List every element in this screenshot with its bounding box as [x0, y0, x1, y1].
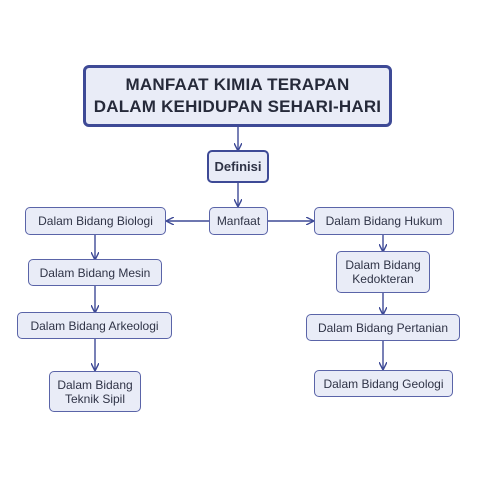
pertanian-box: Dalam Bidang Pertanian: [306, 314, 460, 341]
arkeologi-box: Dalam Bidang Arkeologi: [17, 312, 172, 339]
geologi-box: Dalam Bidang Geologi: [314, 370, 453, 397]
biologi-box: Dalam Bidang Biologi: [25, 207, 166, 235]
definisi-box: Definisi: [207, 150, 269, 183]
mesin-box: Dalam Bidang Mesin: [28, 259, 162, 286]
kedokteran-box: Dalam Bidang Kedokteran: [336, 251, 430, 293]
teknik-sipil-box: Dalam Bidang Teknik Sipil: [49, 371, 141, 412]
manfaat-box: Manfaat: [209, 207, 268, 235]
hukum-box: Dalam Bidang Hukum: [314, 207, 454, 235]
title-box: MANFAAT KIMIA TERAPAN DALAM KEHIDUPAN SE…: [83, 65, 392, 127]
